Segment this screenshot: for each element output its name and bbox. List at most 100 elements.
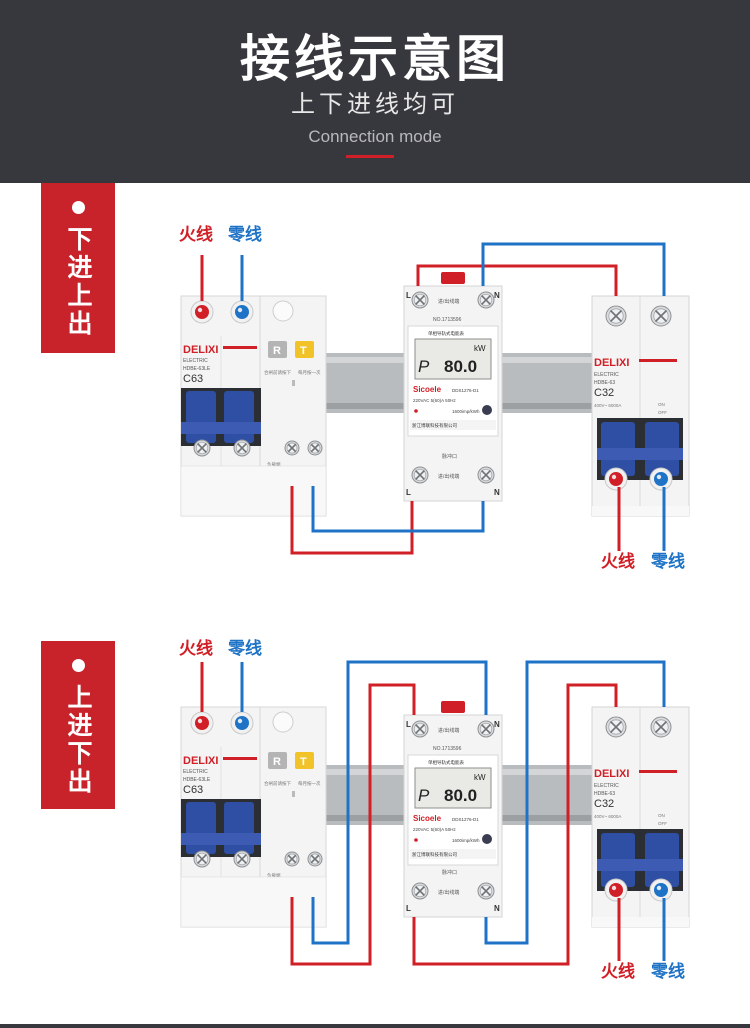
on-label: ON: [658, 402, 665, 407]
wire-live-out: [412, 683, 618, 966]
left-live-label: 火线: [179, 639, 213, 659]
meter-seal-clip: [441, 272, 465, 284]
meter-imp: 1600imp/kWh: [452, 838, 480, 843]
meter-specs: 220VAC 5(60)A 50Hz: [413, 398, 456, 403]
meter-top-N: N: [494, 720, 500, 729]
off-label: OFF: [658, 821, 667, 826]
right-brand-text: DELIXI: [594, 768, 629, 780]
handle-bar: [181, 422, 261, 434]
left-live-label: 火线: [179, 225, 213, 245]
load-note: 负载端: [267, 872, 281, 879]
left-note-1: 合闸前请按下: [264, 369, 291, 376]
reset-button: [268, 341, 287, 358]
left-note-2: 每月按一次: [298, 369, 321, 376]
reset-button: [268, 752, 287, 769]
load-note: 负载端: [267, 461, 281, 468]
left-brand-text: DELIXI: [183, 344, 218, 356]
right-model-text: HDBE-63: [594, 380, 615, 386]
right-brand-sub: ELECTRIC: [594, 783, 619, 789]
left-handle-2: [224, 391, 254, 443]
right-brand-sub: ELECTRIC: [594, 372, 619, 378]
side-tag-label: 下进上出: [64, 226, 93, 338]
side-tag: 下进上出: [41, 183, 115, 353]
meter-title: 单相导轨式电能表: [428, 759, 464, 766]
left-note-1: 合闸前请按下: [264, 780, 291, 787]
lcd-value: 80.0: [444, 357, 477, 376]
meter-bottom-label: 进/出线端: [438, 473, 459, 480]
right-specs-text: 400V~ 6000A: [594, 403, 621, 408]
meter-bottom-N: N: [494, 488, 500, 497]
test-button: [295, 752, 314, 769]
left-note-2: 每月按一次: [298, 780, 321, 787]
right-live-label: 火线: [601, 962, 635, 982]
meter-id-text: NO.1713596: [433, 746, 462, 752]
right-handle-bar: [597, 859, 683, 871]
page-title: 接线示意图: [240, 30, 510, 88]
wire-neutral-in: [311, 660, 488, 945]
meter-pulse-label: 脉冲口: [442, 869, 457, 876]
meter-top-label: 进/出线端: [438, 727, 459, 734]
right-rating-text: C32: [594, 387, 614, 399]
test-button-label: T: [300, 345, 307, 357]
lcd-unit: kW: [474, 773, 486, 782]
meter-knob: [482, 405, 492, 415]
meter-top-N: N: [494, 291, 500, 300]
right-rating-text: C32: [594, 798, 614, 810]
header-banner: 接线示意图 上下进线均可 Connection mode: [0, 0, 750, 183]
meter-bottom-L: L: [406, 488, 411, 497]
meter-brand: Sicoele: [413, 814, 442, 823]
handle-bar: [181, 833, 261, 845]
wire-neutral-out: [481, 242, 666, 296]
left-handle-1: [186, 802, 216, 854]
left-rating-text: C63: [183, 784, 203, 796]
meter-id-text: NO.1713596: [433, 317, 462, 323]
meter-company: 浙江博联科技有限公司: [412, 851, 457, 858]
left-model-text: HDBE-63LE: [183, 777, 211, 783]
meter-bottom-L: L: [406, 904, 411, 913]
meter-title: 单相导轨式电能表: [428, 330, 464, 337]
page-subtitle: 上下进线均可: [291, 90, 459, 118]
meter-lcd: [414, 338, 492, 380]
meter-bottom-label: 进/出线端: [438, 889, 459, 896]
meter-imp: 1600imp/kWh: [452, 409, 480, 414]
lcd-value: 80.0: [444, 786, 477, 805]
right-specs-text: 400V~ 6000A: [594, 814, 621, 819]
title-underline: [346, 155, 394, 158]
left-neutral-label: 零线: [228, 639, 262, 659]
bullet-dot-icon: [71, 659, 85, 672]
bullet-dot-icon: [71, 201, 85, 214]
meter-knob: [482, 834, 492, 844]
wire-live-in: [290, 486, 414, 555]
left-brand-sub: ELECTRIC: [183, 358, 208, 364]
left-handle-2: [224, 802, 254, 854]
meter-top-label: 进/出线端: [438, 298, 459, 305]
wire-live-out: [416, 264, 618, 296]
meter-brand: Sicoele: [413, 385, 442, 394]
lcd-letter: P: [418, 357, 430, 376]
lcd-unit: kW: [474, 344, 486, 353]
right-model-text: HDBE-63: [594, 791, 615, 797]
left-brand-text: DELIXI: [183, 755, 218, 767]
page-english-subtitle: Connection mode: [308, 127, 442, 146]
test-button-label: T: [300, 756, 307, 768]
pulse-led: [414, 409, 418, 413]
left-brand-sub: ELECTRIC: [183, 769, 208, 775]
right-brand-text: DELIXI: [594, 357, 629, 369]
meter-model: DDS1276-D1: [452, 388, 479, 393]
bottom-divider: [0, 1024, 750, 1028]
wire-neutral-in: [311, 486, 485, 533]
meter-lcd: [414, 767, 492, 809]
meter-seal-clip: [441, 701, 465, 713]
left-handle-1: [186, 391, 216, 443]
right-neutral-label: 零线: [651, 552, 685, 572]
off-label: OFF: [658, 410, 667, 415]
pulse-led: [414, 838, 418, 842]
right-handle-bar: [597, 448, 683, 460]
meter-bottom-N: N: [494, 904, 500, 913]
test-indicator: [272, 300, 294, 322]
